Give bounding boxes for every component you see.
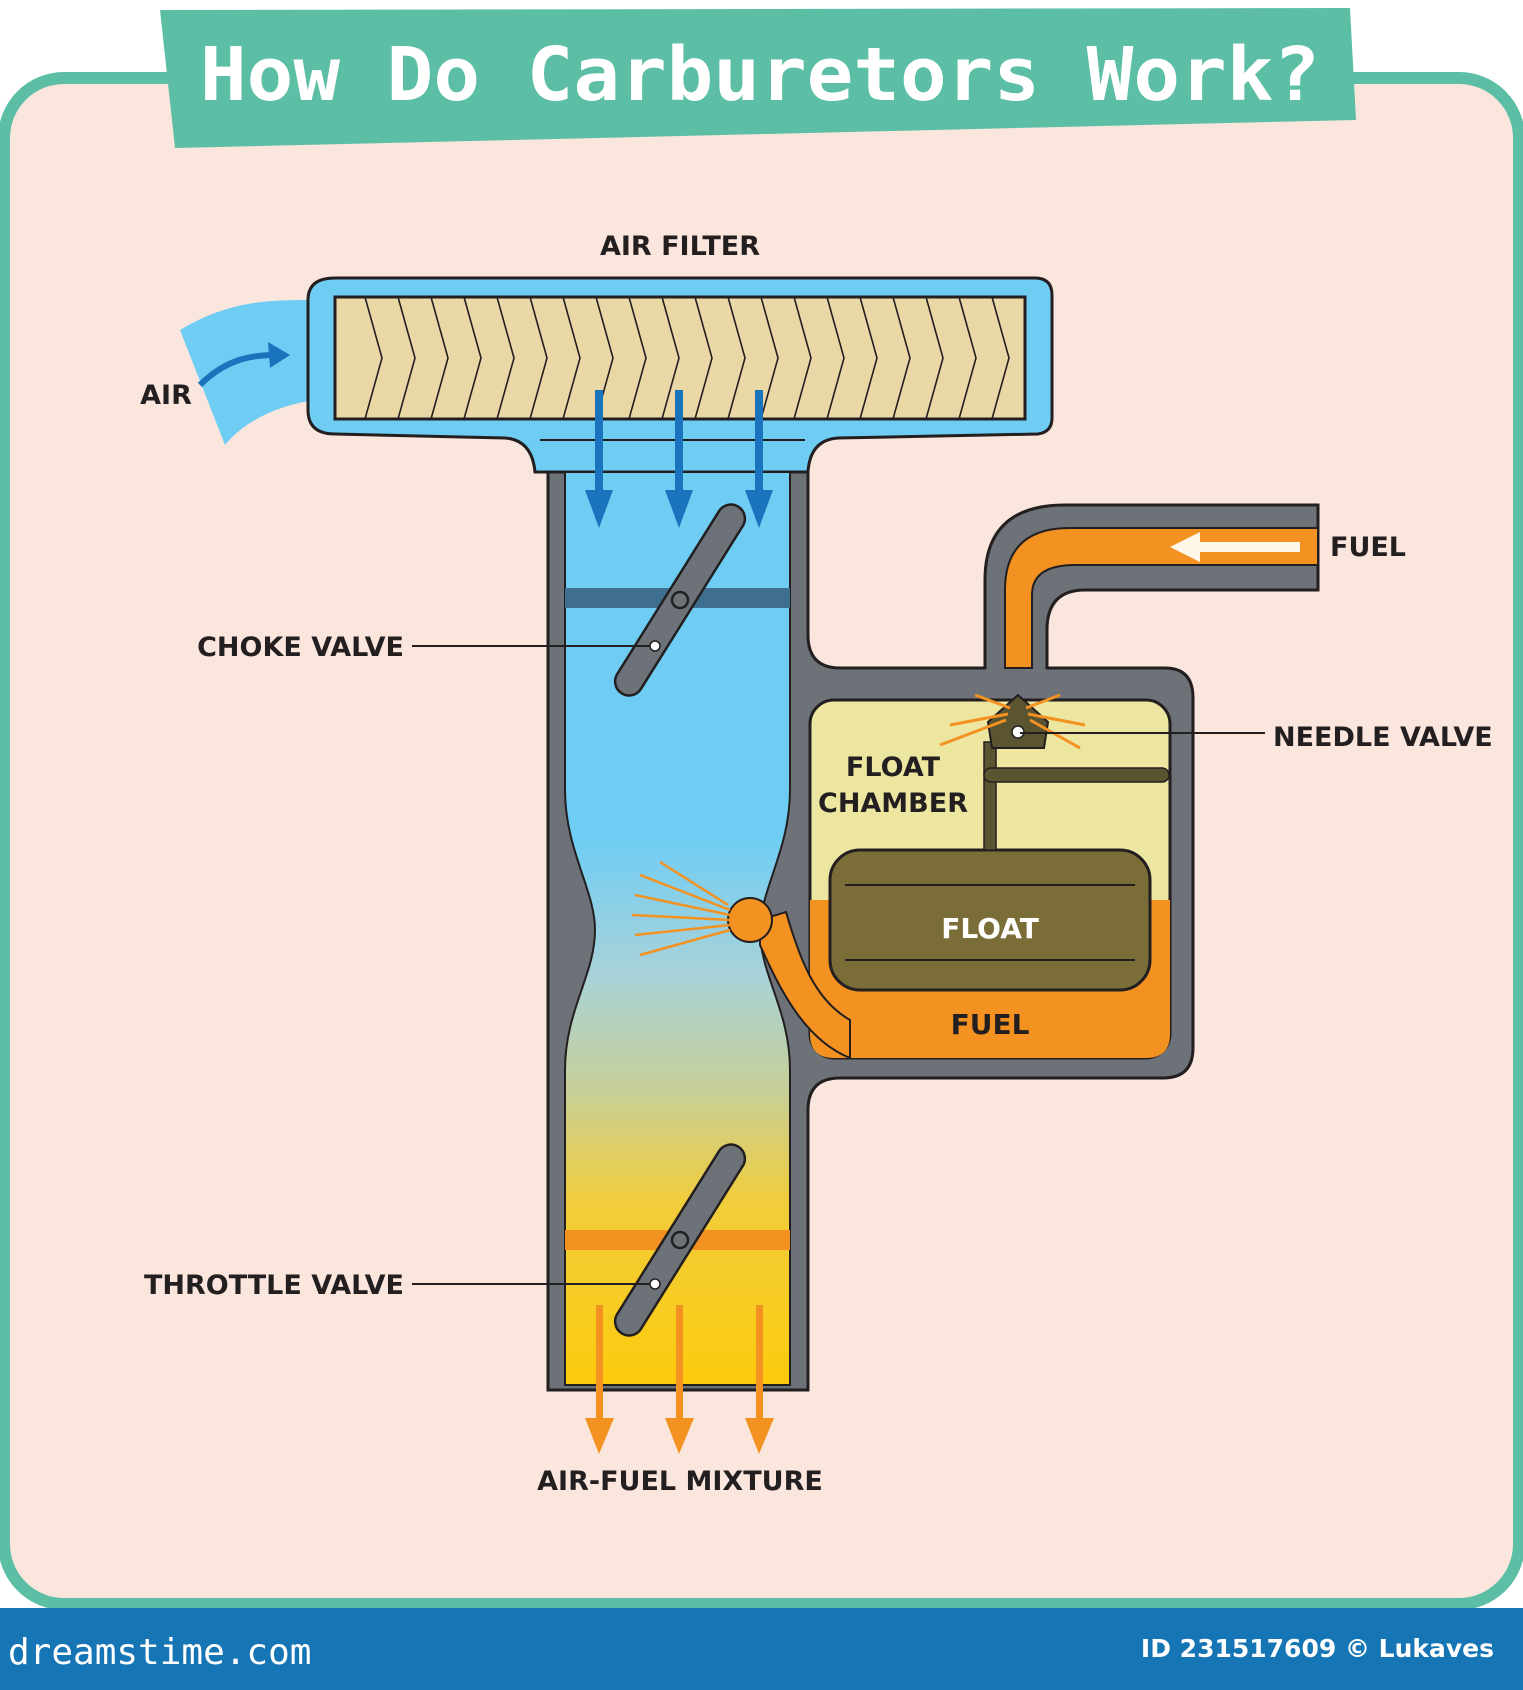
- throttle-valve-plate: [613, 1143, 747, 1337]
- fuel-inlet-pipe: [1004, 527, 1319, 669]
- title-banner: How Do Carburetors Work?: [160, 8, 1356, 148]
- fuel-spray-icon: [631, 860, 731, 957]
- footer-bar: [0, 1608, 1523, 1690]
- air-intake: [180, 300, 315, 445]
- label-float-chamber-line1: FLOAT: [846, 752, 941, 783]
- fuel-jet-tube: [759, 910, 851, 1060]
- label-air-filter: AIR FILTER: [600, 231, 760, 262]
- footer-credit: ID 231517609 © Lukaves: [1141, 1634, 1494, 1663]
- leader-lines: [412, 645, 1265, 1285]
- choke-valve-plate: [613, 503, 747, 697]
- page-title: How Do Carburetors Work?: [200, 32, 1320, 118]
- label-fuel-inlet: FUEL: [1330, 532, 1406, 563]
- label-needle-valve: NEEDLE VALVE: [1273, 722, 1493, 753]
- fuel-arrow-icon: [1170, 532, 1300, 562]
- label-fuel-reservoir: FUEL: [951, 1008, 1030, 1041]
- label-choke-valve: CHOKE VALVE: [197, 632, 404, 663]
- label-float-chamber-line2: CHAMBER: [818, 788, 968, 819]
- air-filter: [306, 276, 1054, 474]
- footer-site: dreamstime.com: [8, 1632, 311, 1673]
- label-float: FLOAT: [941, 912, 1039, 945]
- label-air-fuel-mixture: AIR-FUEL MIXTURE: [537, 1466, 823, 1497]
- air-flow-arrows: [585, 390, 773, 528]
- label-throttle-valve: THROTTLE VALVE: [144, 1270, 404, 1301]
- air-arrow-icon: [197, 352, 276, 388]
- label-air: AIR: [140, 380, 192, 411]
- mixture-flow-arrows: [585, 1305, 774, 1454]
